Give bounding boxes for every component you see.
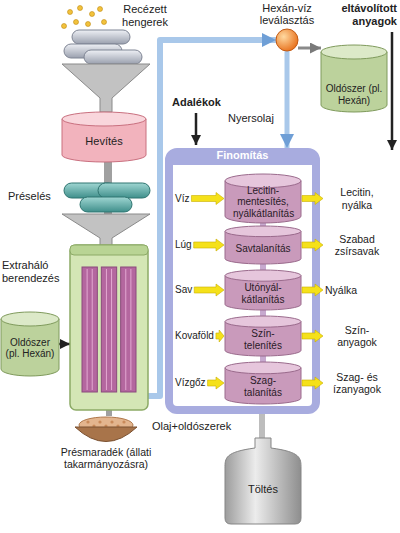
- removed-arrow: [302, 193, 323, 205]
- refining-step: Szín- telenítés: [225, 316, 301, 356]
- heading-label: Adalékok: [172, 96, 221, 109]
- heating-cylinder: Hevítés: [62, 112, 146, 162]
- edge-label: Nyersolaj: [226, 112, 276, 125]
- additive-arrow: [194, 284, 224, 296]
- removed-arrow: [302, 330, 323, 342]
- additive-label: Víz: [175, 193, 189, 205]
- connector: [285, 51, 290, 148]
- node-heading: Hexán-víz leválasztás: [237, 2, 337, 27]
- node-heading: Extraháló berendezés: [2, 259, 68, 284]
- removed-label: Szag- és ízanyagok: [325, 371, 389, 395]
- node-text: Hevítés: [85, 135, 122, 148]
- additive-label: Kovaföld: [175, 330, 214, 342]
- part-label: Préselés: [8, 190, 51, 203]
- node-text: Szín- telenítés: [233, 328, 293, 351]
- filling-tank-shape: [225, 438, 301, 524]
- refining-step: Utónyál- kátlanítás: [225, 270, 301, 310]
- node-text: Töltés: [248, 483, 278, 496]
- connector: [260, 356, 266, 362]
- node-text: Szag- talanítás: [233, 375, 293, 398]
- removed-arrow: [302, 284, 323, 296]
- connector: [59, 343, 70, 346]
- filling-tank: Töltés: [225, 438, 301, 524]
- removed-arrow: [391, 32, 394, 150]
- connector: [260, 264, 266, 270]
- node-text: Savtalanítás: [235, 243, 290, 255]
- node-text: Oldószer (pl. Hexán): [3, 337, 57, 360]
- node-text: Oldószer (pl. Hexán): [323, 83, 385, 106]
- press-rollers: [64, 183, 150, 212]
- refining-band: FinomításLecitin- mentesítés, nyálkátlan…: [165, 148, 320, 414]
- extractor-tank: Extraháló berendezés: [70, 245, 148, 410]
- node-text: Lecitin- mentesítés, nyálkátlanítás: [233, 185, 293, 220]
- solvent-tank: Oldószer (pl. Hexán): [321, 45, 387, 112]
- additive-arrow: [194, 239, 224, 251]
- node-text: Présmaradék (állati takarmányozásra): [41, 446, 171, 470]
- hopper: [62, 214, 150, 248]
- refining-step: Lecitin- mentesítés, nyálkátlanítás: [225, 174, 301, 223]
- additive-arrow: [195, 113, 198, 145]
- refining-step: Szag- talanítás: [225, 362, 301, 404]
- separator-ball-shape: [276, 29, 298, 51]
- node-heading: Finomítás: [173, 149, 312, 162]
- hopper: [62, 64, 150, 112]
- removed-label: Nyálka: [325, 284, 357, 296]
- edge-label: Olaj+oldószerek: [150, 420, 233, 433]
- connector: [106, 410, 112, 416]
- removed-arrow: [302, 377, 323, 389]
- additive-arrow: [208, 377, 224, 389]
- node-text: Utónyál- kátlanítás: [233, 282, 293, 305]
- additive-label: Vízgőz: [175, 377, 206, 389]
- additive-arrow: [216, 330, 224, 342]
- removed-label: Szín- anyagok: [325, 324, 389, 348]
- additive-label: Lúg: [175, 239, 192, 251]
- removed-label: Lecitin, nyálka: [325, 186, 389, 210]
- removed-arrow: [302, 239, 323, 251]
- additive-arrow: [191, 193, 224, 205]
- separator-ball: Hexán-víz leválasztás: [276, 29, 298, 51]
- grooved-rollers: [64, 30, 142, 64]
- solvent-tank: Oldószer (pl. Hexán): [1, 312, 59, 376]
- connector: [298, 47, 321, 50]
- removed-label: Szabad zsírsavak: [325, 233, 389, 257]
- connector: [259, 414, 265, 438]
- refining-step: Savtalanítás: [225, 226, 301, 264]
- seeds: [62, 6, 107, 29]
- connector: [260, 310, 266, 316]
- heading-label: eltávolított anyagok: [318, 2, 397, 27]
- part-label: Recézett hengerek: [112, 3, 178, 28]
- additive-label: Sav: [175, 284, 192, 296]
- extractor-tank-shape: [70, 245, 148, 410]
